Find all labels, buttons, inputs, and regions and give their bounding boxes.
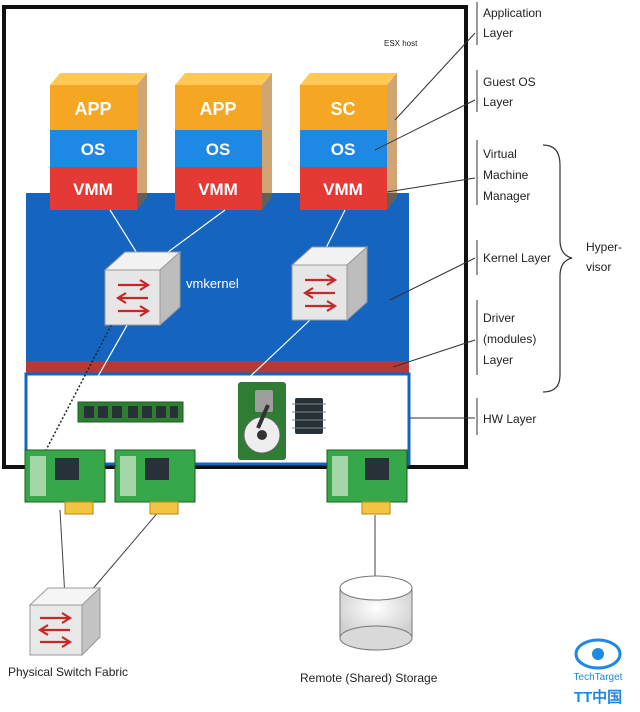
layer-label-application: Application Layer [483, 6, 542, 40]
dotted-link [44, 317, 116, 453]
sc-label: SC [330, 99, 355, 119]
nic-card-icon [326, 449, 408, 515]
hard-drive-icon [238, 382, 286, 460]
app-label: APP [74, 99, 111, 119]
svg-text:Application: Application [483, 6, 542, 20]
os-block [175, 130, 262, 167]
svg-text:Layer: Layer [483, 353, 513, 367]
svg-text:(modules): (modules) [483, 332, 536, 346]
brand-top-label: TechTarget [574, 672, 623, 683]
vmm-block [175, 167, 262, 210]
vm-stack-1: APP OS VMM [50, 73, 147, 210]
layer-label-kernel: Kernel Layer [483, 251, 551, 265]
svg-text:Virtual: Virtual [483, 147, 517, 161]
svg-text:Manager: Manager [483, 189, 530, 203]
svg-text:HW Layer: HW Layer [483, 412, 536, 426]
svg-text:Layer: Layer [483, 26, 513, 40]
svg-text:Kernel Layer: Kernel Layer [483, 251, 551, 265]
svg-text:Machine: Machine [483, 168, 529, 182]
vmkernel-switch-right [290, 245, 369, 322]
app-block [50, 85, 137, 130]
driver-layer [26, 361, 409, 374]
layer-label-hw: HW Layer [483, 412, 536, 426]
os-label: OS [81, 140, 106, 159]
esx-host-label: ESX host [384, 39, 418, 48]
svg-text:visor: visor [586, 260, 611, 274]
physical-switch-label: Physical Switch Fabric [8, 665, 128, 679]
physical-switch-icon [28, 586, 102, 657]
os-block [50, 130, 137, 167]
storage-label: Remote (Shared) Storage [300, 671, 438, 685]
vmm-block [300, 167, 387, 210]
vmkernel-switch-left [103, 250, 182, 327]
vmkernel-label: vmkernel [186, 276, 239, 291]
vmm-label: VMM [198, 180, 238, 199]
app-label: APP [199, 99, 236, 119]
hypervisor-label: Hyper- visor [586, 240, 622, 274]
layer-label-driver: Driver (modules) Layer [483, 311, 536, 367]
memory-module-icon [77, 401, 184, 423]
cpu-chip-icon [292, 398, 326, 434]
svg-text:Driver: Driver [483, 311, 515, 325]
storage-cylinder-icon [339, 575, 413, 651]
svg-text:Guest OS: Guest OS [483, 75, 536, 89]
brand-bottom-label: TT中国 [574, 688, 622, 706]
os-block [300, 130, 387, 167]
hypervisor-brace [542, 144, 573, 393]
sc-block [300, 85, 387, 130]
os-label: OS [206, 140, 231, 159]
svg-text:Hyper-: Hyper- [586, 240, 622, 254]
techtarget-logo: TechTarget TT中国 [574, 638, 623, 706]
os-label: OS [331, 140, 356, 159]
layer-label-vmm: Virtual Machine Manager [483, 147, 530, 203]
layer-label-guest-os: Guest OS Layer [483, 75, 536, 109]
vm-stack-2: APP OS VMM [175, 73, 272, 210]
nic-card-icon [24, 449, 106, 515]
vm-stack-3: SC OS VMM [300, 73, 397, 210]
vmm-label: VMM [323, 180, 363, 199]
vmm-block [50, 167, 137, 210]
leader-lines [374, 2, 478, 435]
vmm-label: VMM [73, 180, 113, 199]
nic-card-icon [114, 449, 196, 515]
app-block [175, 85, 262, 130]
svg-text:Layer: Layer [483, 95, 513, 109]
